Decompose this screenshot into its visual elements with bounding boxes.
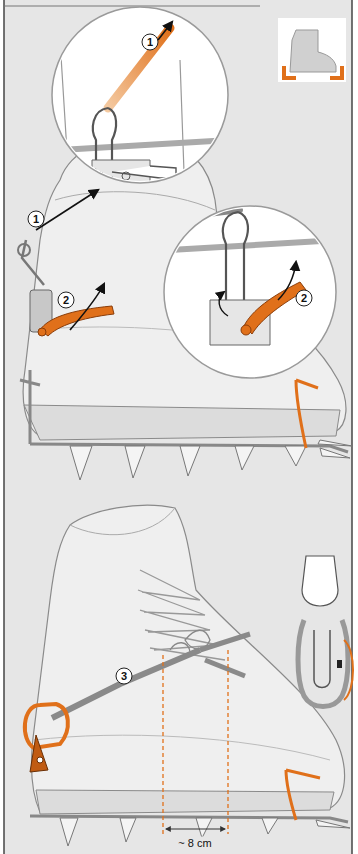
heel-clip: [25, 704, 68, 772]
detail-inset-part: [278, 262, 296, 300]
crampon-frame: [20, 370, 352, 480]
dimension-line-part: [227, 650, 228, 834]
boot-icon-part: [284, 66, 296, 78]
heel-clip-part: [38, 328, 46, 336]
bail-icon: [298, 556, 353, 707]
ankle-strap-part: [52, 650, 200, 718]
toe-bail: [286, 770, 320, 820]
heel-clip-part: [22, 240, 44, 285]
crampon-frame-part: [60, 818, 278, 846]
detail-inset-part: [158, 22, 172, 40]
detail-inset-part-part: [244, 282, 306, 334]
detail-inset-part: [170, 210, 340, 345]
motion-arrow-part: [36, 190, 98, 230]
heel-clip-part: [18, 244, 30, 256]
detail-inset-part-part: [60, 140, 230, 150]
boot-side-view-part: [55, 192, 215, 210]
toe-bail-part: [296, 380, 306, 448]
callout-number: 1: [142, 34, 159, 51]
boot-icon: [278, 18, 346, 82]
detail-inset-part-part: [223, 212, 248, 310]
callout-number: 1: [28, 211, 45, 228]
dimension-line: [163, 650, 228, 834]
detail-inset-part-part: [241, 325, 251, 335]
detail-inset-part-part: [60, 40, 185, 200]
background-panel-part: [351, 0, 353, 854]
toe-bail-part: [296, 380, 318, 388]
detail-inset-part: [52, 7, 228, 183]
bail-icon-part: [302, 556, 338, 606]
crampon-frame-part: [70, 446, 306, 480]
motion-arrow-part: [70, 284, 104, 330]
heel-clip: [18, 240, 114, 336]
dimension-line-part: [162, 655, 163, 834]
detail-inset-part-part: [96, 172, 104, 180]
background-panel-part: [4, 0, 352, 854]
dimension-line-part: [166, 829, 225, 830]
boot-front-view-part: [34, 735, 330, 760]
crampon-frame-part: [316, 820, 350, 828]
callout-number: 2: [296, 290, 313, 307]
dimension-label: ~ 8 cm: [175, 837, 214, 850]
ankle-strap: [52, 634, 250, 718]
heel-clip-part: [30, 735, 48, 772]
boot-side-view-part: [24, 405, 340, 440]
detail-inset-part: [164, 206, 336, 378]
bail-icon-part: [344, 640, 353, 700]
detail-inset-part-part: [114, 186, 122, 194]
ankle-strap-part: [200, 634, 250, 676]
boot-icon-part: [278, 18, 346, 82]
callout-number: 2: [58, 292, 75, 309]
toe-bail: [296, 380, 318, 448]
background-panel-part: [4, 6, 260, 7]
heel-clip-part: [25, 704, 68, 748]
bail-icon-part: [298, 620, 348, 707]
callout-number: 3: [116, 668, 133, 685]
detail-inset-part-part: [122, 172, 130, 180]
background-panel: [4, 0, 352, 854]
detail-inset-part-part: [108, 28, 170, 108]
detail-inset-part-part: [92, 160, 150, 195]
heel-clip-part: [37, 757, 43, 763]
boot-icon-part: [330, 66, 342, 78]
crampon-frame-part: [318, 440, 352, 458]
bail-icon-part: [337, 660, 342, 668]
motion-arrow: [36, 190, 104, 330]
boot-front-view-part: [70, 508, 175, 535]
bail-icon-part: [314, 630, 330, 688]
detail-inset: [164, 206, 340, 378]
boot-icon-part: [290, 30, 336, 72]
detail-inset-part: [60, 28, 230, 200]
detail-inset-part-part: [170, 240, 340, 250]
toe-bail-part: [286, 770, 320, 820]
crampon-frame-part: [20, 370, 40, 444]
detail-inset: [52, 7, 230, 200]
detail-inset-part: [219, 292, 228, 316]
background-panel-part: [3, 0, 5, 854]
